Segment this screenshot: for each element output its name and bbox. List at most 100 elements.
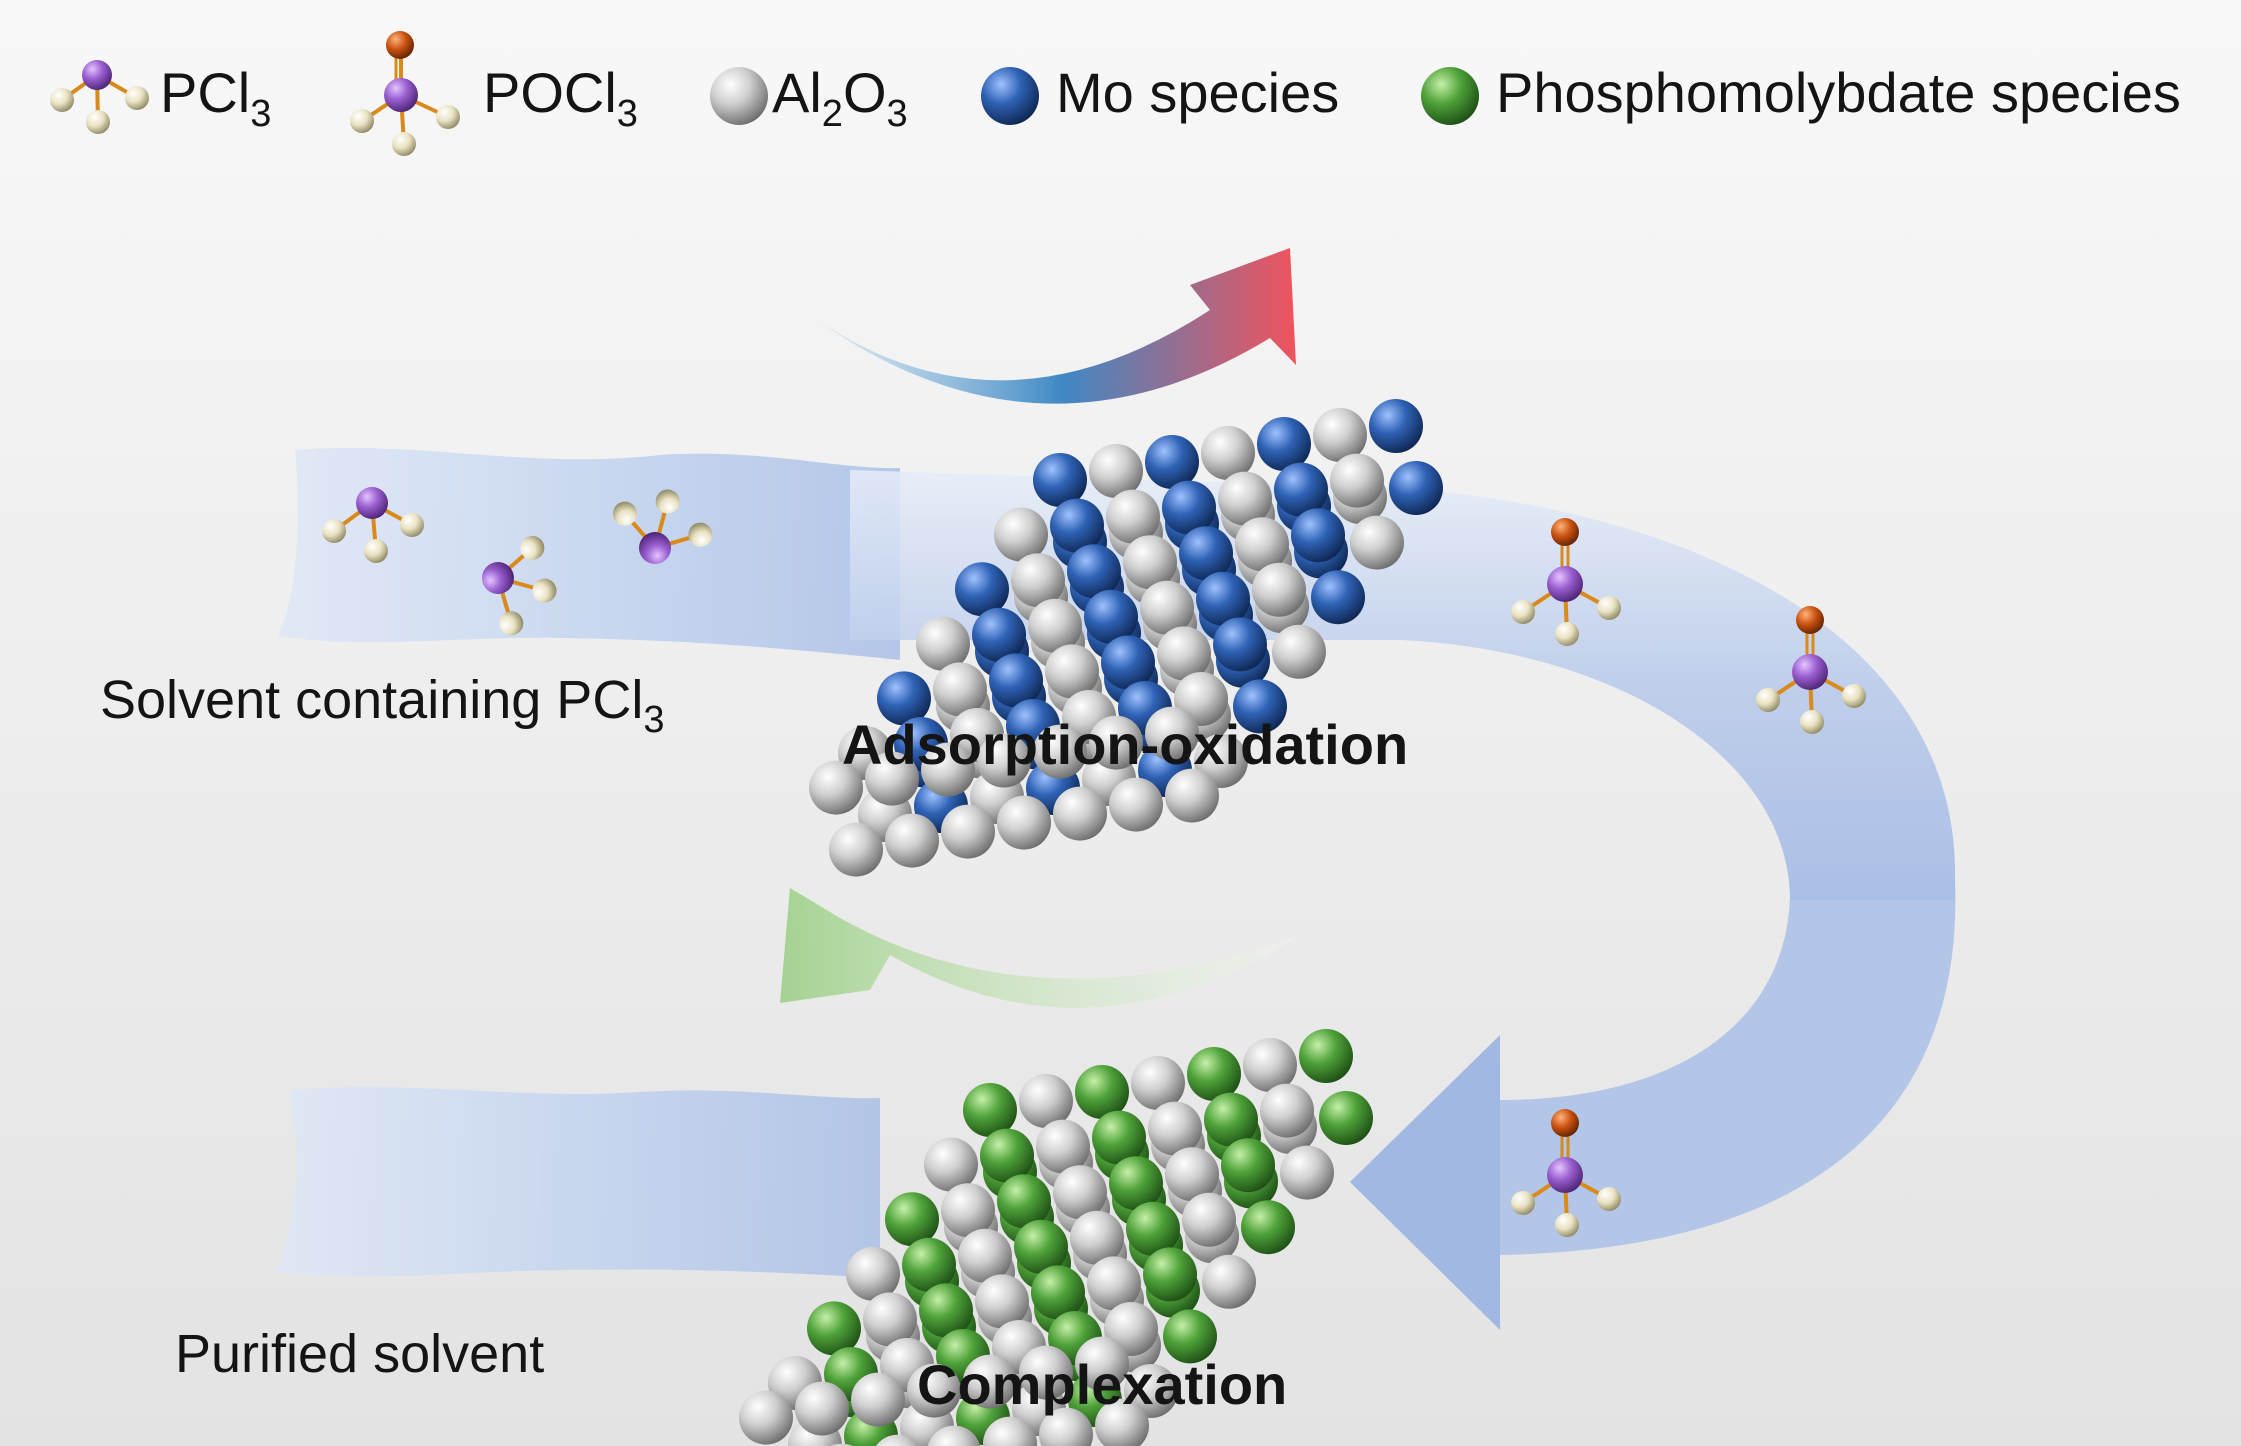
phosphorus-atom	[356, 487, 388, 519]
al2o3-sphere	[1157, 626, 1211, 681]
phosphorus-atom	[482, 562, 514, 594]
al2o3-sphere	[830, 1443, 854, 1446]
al2o3-sphere	[1165, 1147, 1219, 1202]
al2o3-sphere	[994, 507, 1048, 562]
phosphomolybdate-sphere	[1126, 1201, 1180, 1256]
al2o3-sphere	[941, 1183, 995, 1238]
chlorine-atom	[1842, 684, 1866, 708]
mo-sphere	[1145, 435, 1199, 489]
al2o3-sphere	[1313, 408, 1367, 462]
chlorine-atom	[1511, 600, 1535, 624]
al2o3-sphere	[983, 1416, 1037, 1446]
phosphomolybdate-sphere	[902, 1237, 956, 1292]
chlorine-atom	[1597, 1187, 1621, 1211]
pocl3-molecule	[1511, 1109, 1621, 1237]
chlorine-atom	[1800, 710, 1824, 734]
al2o3-sphere	[1280, 1145, 1334, 1200]
al2o3-sphere	[975, 1274, 1029, 1329]
phosphomolybdate-sphere	[1241, 1200, 1295, 1255]
complexation-bed	[739, 1029, 1373, 1446]
phosphomolybdate-sphere	[1187, 1047, 1241, 1101]
phosphomolybdate-sphere	[1163, 1309, 1217, 1364]
al2o3-sphere	[739, 1390, 793, 1445]
chlorine-atom	[1597, 596, 1621, 620]
oxygen-atom	[1551, 518, 1579, 546]
mo-sphere	[955, 562, 1009, 617]
mo-sphere	[1291, 508, 1345, 563]
mo-sphere	[1162, 480, 1216, 535]
mo-sphere	[877, 671, 931, 726]
mo-sphere	[1257, 417, 1311, 471]
chlorine-atom	[1555, 622, 1579, 646]
phosphorus-atom	[1792, 654, 1828, 690]
phosphomolybdate-sphere	[1319, 1091, 1373, 1145]
complexation-label: Complexation	[917, 1353, 1287, 1416]
al2o3-sphere	[1252, 562, 1306, 617]
al2o3-sphere	[1095, 1398, 1149, 1446]
al2o3-sphere	[1140, 580, 1194, 635]
al2o3-sphere	[907, 1363, 961, 1418]
legend-phosphomolybdate-label: Phosphomolybdate species	[1496, 61, 2181, 124]
phosphomolybdate-sphere	[980, 1128, 1034, 1183]
al2o3-sphere	[1272, 624, 1326, 679]
chlorine-atom	[532, 578, 557, 603]
legend: PCl3 POCl3 Al2O3 Mo species Phosphomolyb…	[50, 31, 2181, 156]
pcl3-molecule-icon	[50, 60, 149, 134]
al2o3-sphere	[1235, 517, 1289, 572]
mo-sphere	[1233, 679, 1287, 734]
pcl3-molecule	[612, 489, 713, 564]
purified-solvent-label: Purified solvent	[175, 1324, 544, 1384]
legend-pcl3-label: PCl3	[160, 61, 271, 135]
al2o3-sphere	[809, 760, 863, 815]
phosphomolybdate-sphere	[1092, 1110, 1146, 1165]
al2o3-sphere	[863, 1292, 917, 1347]
al2o3-sphere	[875, 1434, 921, 1446]
al2o3-sphere	[1260, 1083, 1314, 1138]
al2o3-sphere	[977, 733, 1031, 788]
oxygen-atom	[1551, 1109, 1579, 1137]
legend-pocl3-label: POCl3	[483, 61, 638, 135]
al2o3-sphere	[927, 1425, 981, 1446]
al2o3-sphere	[1145, 706, 1199, 761]
solvent-containing-pcl3-label: Solvent containing PCl3	[100, 670, 664, 741]
mo-sphere	[1369, 399, 1423, 453]
phosphomolybdate-sphere	[1014, 1219, 1068, 1274]
al2o3-sphere	[1036, 1119, 1090, 1174]
al2o3-sphere	[1075, 1336, 1129, 1391]
al2o3-sphere	[846, 1246, 900, 1301]
al2o3-sphere	[1330, 453, 1384, 508]
mo-sphere	[989, 653, 1043, 708]
al2o3-sphere	[933, 662, 987, 717]
al2o3-sphere	[1039, 1407, 1093, 1446]
al2o3-sphere	[1202, 1254, 1256, 1309]
adsorption-oxidation-label: Adsorption-oxidation	[842, 713, 1408, 776]
al2o3-sphere	[941, 804, 995, 859]
mo-sphere-icon	[981, 67, 1039, 125]
al2o3-sphere-icon	[710, 67, 768, 125]
legend-al2o3-label: Al2O3	[772, 61, 908, 135]
chlorine-atom	[688, 522, 713, 547]
phosphomolybdate-sphere	[1221, 1138, 1275, 1193]
al2o3-sphere	[1165, 768, 1219, 823]
al2o3-sphere	[1019, 1074, 1073, 1128]
al2o3-sphere	[1019, 1345, 1073, 1400]
phosphomolybdate-sphere	[1031, 1265, 1085, 1320]
al2o3-sphere	[1028, 598, 1082, 653]
pocl3-molecule	[1756, 606, 1866, 734]
oxygen-atom	[1796, 606, 1824, 634]
mo-sphere	[1179, 526, 1233, 581]
chlorine-atom	[322, 519, 346, 543]
legend-mo-label: Mo species	[1056, 61, 1339, 124]
al2o3-sphere	[1201, 426, 1255, 480]
phosphomolybdate-sphere	[1143, 1247, 1197, 1302]
al2o3-sphere	[1131, 1056, 1185, 1110]
chlorine-atom	[400, 513, 424, 537]
al2o3-sphere	[1109, 777, 1163, 832]
al2o3-sphere	[924, 1137, 978, 1192]
phosphomolybdate-sphere	[1299, 1029, 1353, 1083]
phosphomolybdate-sphere	[1204, 1092, 1258, 1147]
chlorine-atom	[499, 611, 524, 636]
al2o3-sphere	[1087, 1256, 1141, 1311]
mo-sphere	[1033, 453, 1087, 507]
al2o3-sphere	[1106, 489, 1160, 544]
